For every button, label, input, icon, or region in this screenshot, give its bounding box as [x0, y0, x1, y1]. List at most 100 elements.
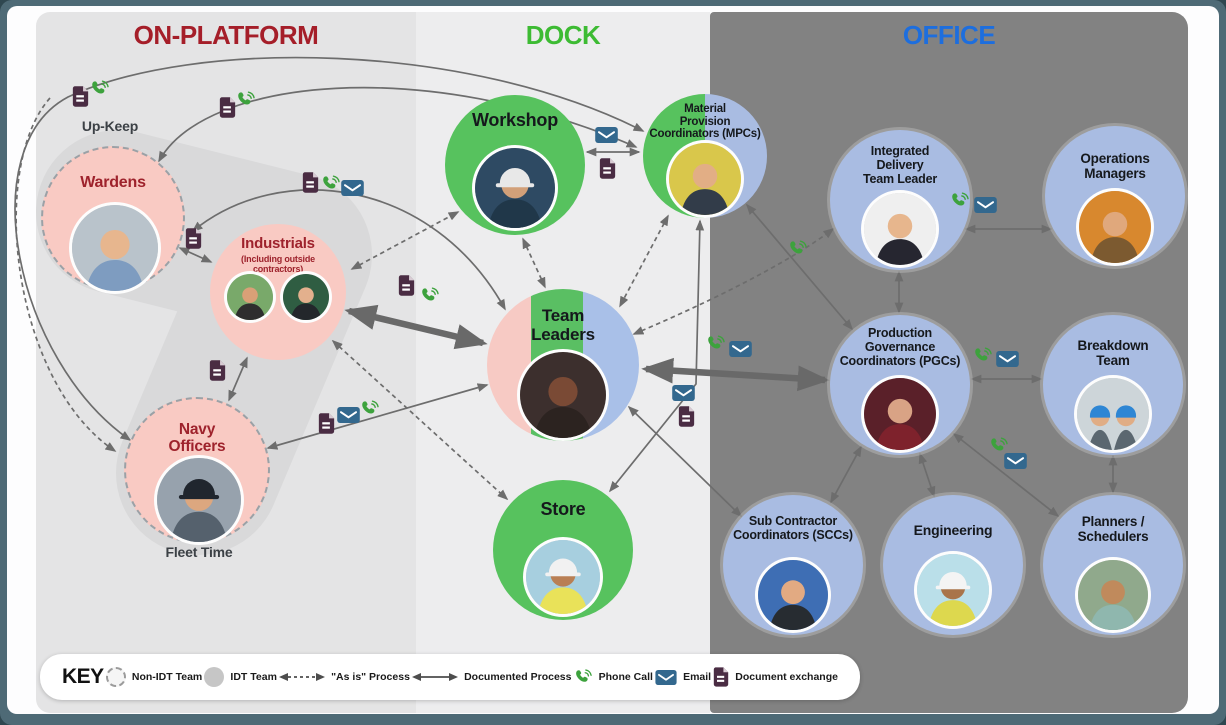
conn-pgc-planners	[952, 432, 1060, 518]
phone-icon	[973, 346, 993, 366]
zone-title-office: OFFICE	[902, 20, 996, 50]
conn-industrials-teamleaders-thick	[344, 304, 488, 350]
legend-as-is-process: "As is" Process	[279, 671, 410, 683]
conn-pgc-engineering	[918, 452, 936, 498]
legend-phone-call: Phone Call	[574, 668, 653, 687]
legend-email: Email	[655, 669, 712, 685]
operations-managers-photo	[1076, 188, 1154, 266]
document-icon	[209, 360, 226, 381]
zone-title-on-platform: ON-PLATFORM	[133, 20, 319, 50]
node-industrials: Industrials (Including outside contracto…	[210, 224, 346, 360]
planners-photo	[1075, 557, 1151, 633]
phone-icon	[989, 436, 1009, 456]
email-icon	[672, 385, 695, 401]
zone-title-dock: DOCK	[525, 20, 601, 50]
industrials-photo-2	[280, 271, 332, 323]
store-photo	[523, 537, 603, 617]
conn-industrials-store	[331, 339, 509, 501]
conn-wardens-industrials	[178, 247, 213, 263]
legend-documented-process: Documented Process	[412, 671, 571, 683]
phone-icon	[321, 174, 341, 194]
node-pgcs: Production Governance Coordinators (PGCs…	[830, 315, 970, 455]
legend-label: Phone Call	[598, 671, 653, 683]
dashed-arrow-icon	[279, 671, 326, 683]
idt-leader-photo	[861, 190, 939, 268]
legend-label: Email	[683, 671, 712, 683]
email-icon	[974, 197, 997, 213]
mpcs-label: Material Provision Coordinators (MPCs)	[649, 103, 761, 141]
document-icon	[678, 406, 695, 427]
node-planners: Planners / Schedulers	[1043, 495, 1183, 635]
node-idt-leader: Integrated Delivery Team Leader	[830, 130, 970, 270]
conn-industrials-workshop	[350, 211, 460, 270]
industrials-sublabel: (Including outside contractors)	[241, 254, 315, 275]
node-navy-officers: Navy Officers	[124, 397, 270, 545]
document-icon	[185, 228, 202, 249]
document-icon	[599, 158, 616, 179]
phone-icon	[950, 191, 970, 211]
node-team-leaders: Team Leaders	[487, 289, 639, 441]
phone-icon	[788, 239, 808, 259]
workshop-label: Workshop	[471, 110, 559, 130]
industrials-label: Industrials	[241, 235, 315, 252]
team-leaders-photo	[517, 349, 609, 441]
navy-officers-label: Navy Officers	[168, 421, 226, 456]
legend-document-exchange: Document exchange	[713, 667, 838, 687]
legend-non-idt-team: Non-IDT Team	[105, 667, 203, 687]
email-icon	[337, 407, 360, 423]
document-icon	[72, 86, 89, 107]
document-icon	[219, 97, 236, 118]
legend-label: IDT Team	[230, 671, 277, 683]
store-label: Store	[540, 499, 586, 519]
phone-icon	[360, 399, 380, 419]
legend-idt-team: IDT Team	[204, 667, 277, 687]
idt-team-swatch	[204, 667, 225, 687]
phone-icon	[574, 668, 593, 687]
legend-title: KEY	[62, 665, 104, 688]
upkeep-label: Up-Keep	[81, 118, 139, 134]
phone-icon	[90, 79, 110, 99]
document-icon	[302, 172, 319, 193]
document-icon	[318, 413, 335, 434]
phone-icon	[706, 334, 726, 354]
mpcs-photo	[666, 140, 744, 218]
conn-teamleaders-pgc-thick	[641, 357, 830, 392]
conn-mpc-pgc	[745, 203, 854, 331]
conn-pgc-scc	[830, 445, 862, 504]
email-icon	[996, 351, 1019, 367]
document-icon	[398, 275, 415, 296]
team-leaders-label: Team Leaders	[531, 306, 595, 344]
node-mpcs: Material Provision Coordinators (MPCs)	[643, 94, 767, 218]
breakdown-team-label: Breakdown Team	[1077, 338, 1149, 368]
legend-label: Non-IDT Team	[131, 671, 203, 683]
legend-label: Documented Process	[464, 671, 572, 683]
wardens-photo	[69, 202, 161, 294]
conn-industrials-navy	[228, 356, 248, 402]
navy-officers-photo	[154, 455, 244, 545]
email-icon	[595, 127, 618, 143]
sccs-label: Sub Contractor Coordinators (SCCs)	[733, 514, 853, 542]
node-breakdown-team: Breakdown Team	[1043, 315, 1183, 455]
document-icon	[713, 667, 729, 687]
engineering-photo	[914, 551, 992, 629]
node-operations-managers: Operations Managers	[1045, 126, 1185, 266]
pgcs-label: Production Governance Coordinators (PGCs…	[839, 326, 961, 368]
workshop-photo	[472, 145, 558, 231]
sccs-photo	[755, 557, 831, 633]
node-store: Store	[493, 480, 633, 620]
node-sccs: Sub Contractor Coordinators (SCCs)	[723, 495, 863, 635]
breakdown-team-photo	[1074, 375, 1152, 453]
node-engineering: Engineering	[883, 495, 1023, 635]
legend-label: Document exchange	[735, 671, 838, 683]
conn-workshop-teamleaders	[522, 237, 546, 289]
operations-managers-label: Operations Managers	[1080, 151, 1150, 181]
node-workshop: Workshop	[445, 95, 585, 235]
legend: KEY Non-IDT Team IDT Team "As is" Proces…	[40, 654, 860, 700]
email-icon	[729, 341, 752, 357]
wardens-label: Wardens	[80, 174, 146, 191]
industrials-photo-1	[224, 271, 276, 323]
email-icon	[341, 180, 364, 196]
non-idt-team-swatch	[105, 667, 126, 687]
phone-icon	[236, 90, 256, 110]
